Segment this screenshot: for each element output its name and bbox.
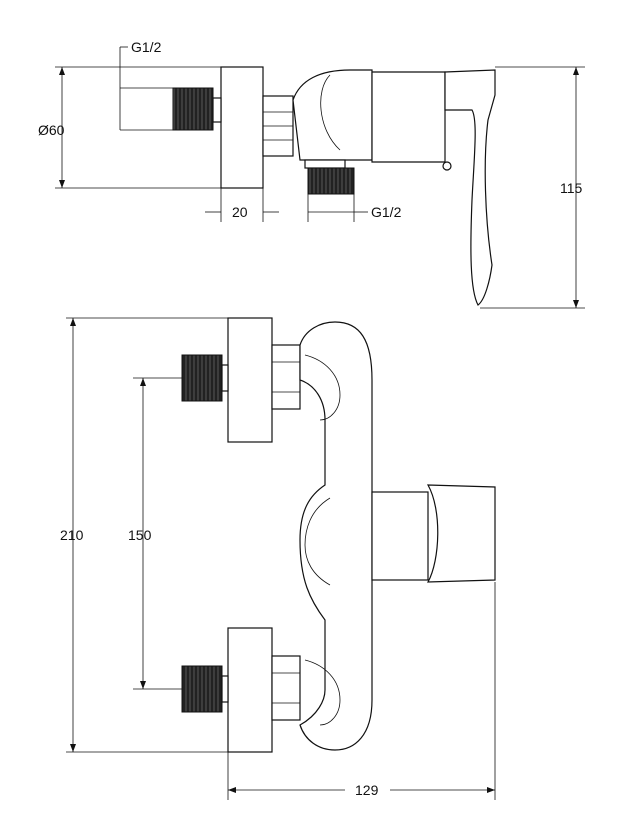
front-view: 210 150 129 (60, 317, 496, 800)
dim-offset: 20 (232, 204, 248, 220)
dim-depth: 129 (355, 782, 379, 798)
wall-plate (220, 66, 264, 189)
wall-plate-top (227, 317, 273, 443)
mixer-body-front (299, 321, 373, 751)
dim-diameter: Ø60 (38, 122, 65, 138)
lever (444, 69, 496, 306)
inlet-thread (172, 87, 214, 131)
dim-height-front: 210 (60, 527, 84, 543)
mixer-body (292, 69, 373, 161)
outlet-thread (307, 167, 355, 195)
lever-front (426, 484, 496, 583)
cartridge (371, 491, 429, 581)
dim-thread-outlet: G1/2 (371, 204, 402, 220)
dim-thread-top: G1/2 (131, 39, 162, 55)
side-view: Ø60 G1/2 20 G1/2 115 (38, 39, 585, 309)
inlet-stub (212, 97, 222, 123)
wall-plate-bottom (227, 627, 273, 753)
dim-spacing: 150 (128, 527, 152, 543)
dim-height-side: 115 (560, 180, 583, 196)
outlet-stub (304, 159, 346, 169)
